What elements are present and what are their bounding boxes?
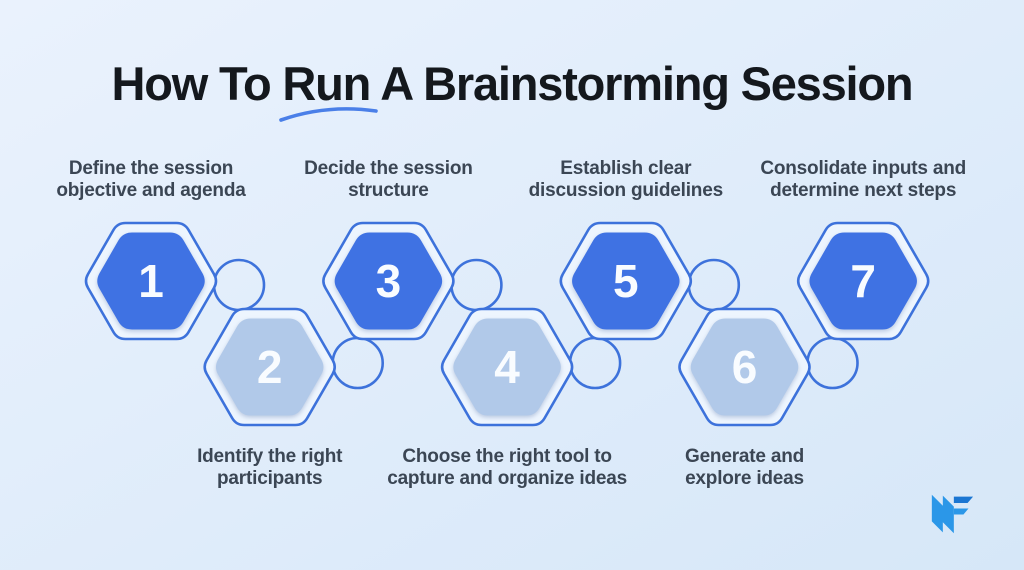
- connector-arc: [331, 336, 385, 390]
- hexagon-step-5: [572, 232, 680, 330]
- step-label-2: Identify the right participants: [197, 446, 343, 489]
- step-number: 2: [257, 341, 283, 393]
- step-number: 4: [494, 341, 520, 393]
- hexagon-step-3: [334, 232, 443, 330]
- connector-arc: [568, 336, 622, 390]
- step-number: 1: [138, 255, 164, 307]
- brand-logo-mf-icon: [931, 494, 974, 534]
- page-title: How To Run A Brainstorming Session: [111, 57, 914, 110]
- hexagon-step-2: [215, 318, 324, 416]
- step-number: 7: [850, 255, 876, 307]
- step-number: 3: [376, 255, 402, 307]
- step-label-5: Establish clear discussion guidelines: [528, 158, 723, 201]
- connector-arc: [450, 258, 503, 312]
- step-label-6: Generate and explore ideas: [684, 446, 805, 489]
- hexagon-step-6: [690, 318, 799, 416]
- hexagon-step-4: [453, 318, 561, 416]
- step-label-7: Consolidate inputs and determine next st…: [760, 158, 967, 201]
- connector-arc: [687, 258, 741, 312]
- step-label-4: Choose the right tool to capture and org…: [387, 446, 627, 489]
- step-label-3: Decide the session structure: [304, 158, 473, 201]
- hexagon-step-1: [97, 232, 205, 330]
- title-underline-swoosh-icon: [279, 107, 378, 122]
- step-number: 6: [732, 341, 758, 393]
- step-number: 5: [613, 255, 639, 307]
- hexagon-step-7: [809, 232, 917, 330]
- connector-arc: [212, 258, 266, 312]
- step-label-1: Define the session objective and agenda: [56, 158, 246, 201]
- connector-arc: [806, 336, 859, 390]
